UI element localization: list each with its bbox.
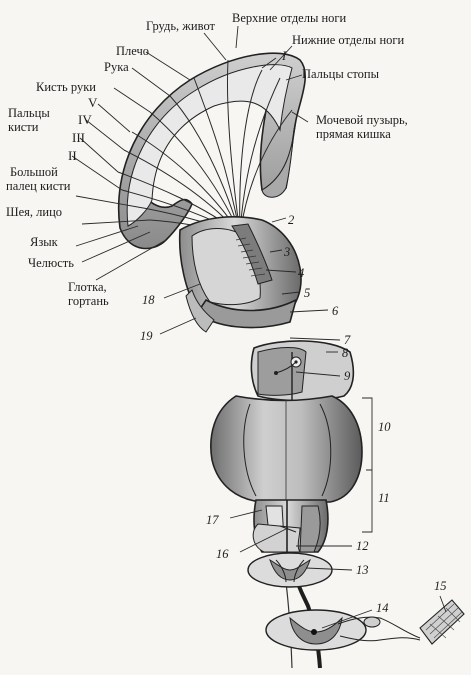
lower-medulla [252, 499, 329, 553]
label-bladder-1: Мочевой пузырь, [316, 113, 408, 127]
spinal-segment-upper [247, 552, 333, 588]
label-thumb-1: Большой [10, 165, 58, 179]
number-4: 4 [298, 266, 304, 280]
label-roman-iv: IV [78, 112, 92, 127]
spinal-segment-lower [265, 609, 421, 651]
label-roman-i: I [281, 49, 287, 63]
number-14: 14 [376, 601, 389, 615]
number-2: 2 [288, 213, 294, 227]
number-7: 7 [344, 333, 351, 347]
number-16: 16 [216, 547, 229, 561]
number-10: 10 [378, 420, 391, 434]
label-neck-face: Шея, лицо [6, 205, 62, 219]
number-9: 9 [344, 369, 351, 383]
number-3: 3 [283, 245, 290, 259]
label-toes: Пальцы стопы [302, 67, 380, 81]
number-11: 11 [378, 491, 390, 505]
label-roman-iii: III [72, 130, 85, 145]
number-15: 15 [434, 579, 447, 593]
label-bladder-2: прямая кишка [316, 127, 391, 141]
label-tongue: Язык [30, 235, 59, 249]
number-17: 17 [206, 513, 219, 527]
number-18: 18 [142, 293, 155, 307]
label-upper-leg: Верхние отделы ноги [232, 11, 347, 25]
number-6: 6 [332, 304, 339, 318]
number-5: 5 [304, 286, 310, 300]
label-fingers-1: Пальцы [8, 106, 50, 120]
number-19: 19 [140, 329, 153, 343]
label-roman-v: V [88, 95, 98, 110]
internal-capsule [178, 216, 302, 333]
label-pharynx-1: Глотка, [68, 280, 107, 294]
number-8: 8 [342, 346, 349, 360]
label-chest-abdomen: Грудь, живот [146, 19, 216, 33]
label-fingers-2: кисти [8, 120, 39, 134]
number-13: 13 [356, 563, 369, 577]
label-leaders [71, 25, 447, 629]
label-shoulder: Плечо [116, 44, 149, 58]
label-thumb-2: палец кисти [6, 179, 71, 193]
muscle-fiber [419, 599, 465, 645]
structure-numbers: 2 3 4 5 6 7 8 9 10 11 12 13 14 15 16 17 … [140, 213, 447, 615]
label-roman-ii: II [68, 148, 77, 163]
medulla-bulb [210, 395, 363, 503]
anatomy-labels: Грудь, живот Верхние отделы ноги Нижние … [6, 11, 408, 308]
number-12: 12 [356, 539, 369, 553]
label-hand: Кисть руки [36, 80, 96, 94]
label-lower-leg: Нижние отделы ноги [292, 33, 405, 47]
label-pharynx-2: гортань [68, 294, 109, 308]
label-jaw: Челюсть [28, 256, 74, 270]
pons [250, 340, 355, 402]
label-arm: Рука [104, 60, 129, 74]
